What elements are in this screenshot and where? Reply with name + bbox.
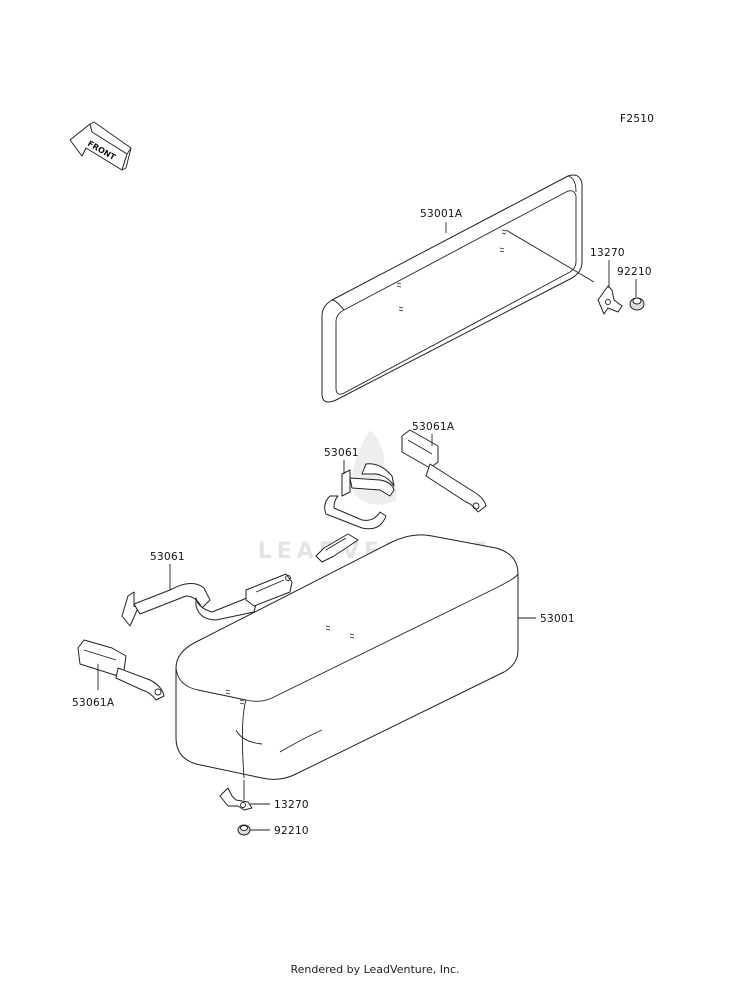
nut-top xyxy=(629,297,645,311)
figure-code: F2510 xyxy=(620,113,654,125)
belt-middle xyxy=(315,463,395,563)
belt-left xyxy=(121,573,293,627)
callout-nut-bottom: 92210 xyxy=(274,825,309,837)
seat-cushion xyxy=(175,534,519,780)
backrest-cushion xyxy=(321,174,583,403)
callout-bracket-bottom: 13270 xyxy=(274,799,309,811)
callout-backrest: 53001A xyxy=(420,208,463,220)
buckle-strap-left xyxy=(77,639,165,701)
bracket-top xyxy=(597,285,623,315)
leader-lines xyxy=(97,222,637,831)
callout-bracket-top: 13270 xyxy=(590,247,625,259)
nut-bottom xyxy=(237,824,251,836)
callout-belt-left: 53061 xyxy=(150,551,185,563)
buckle-strap-right xyxy=(401,429,487,513)
callout-seat: 53001 xyxy=(540,613,575,625)
callout-buckle-strap-left: 53061A xyxy=(72,697,115,709)
callout-nut-top: 92210 xyxy=(617,266,652,278)
front-arrow-icon: FRONT xyxy=(69,121,132,171)
callout-belt-middle: 53061 xyxy=(324,447,359,459)
callout-buckle-strap-right: 53061A xyxy=(412,421,455,433)
footer-credit: Rendered by LeadVenture, Inc. xyxy=(290,963,460,976)
bracket-bottom xyxy=(219,787,253,811)
